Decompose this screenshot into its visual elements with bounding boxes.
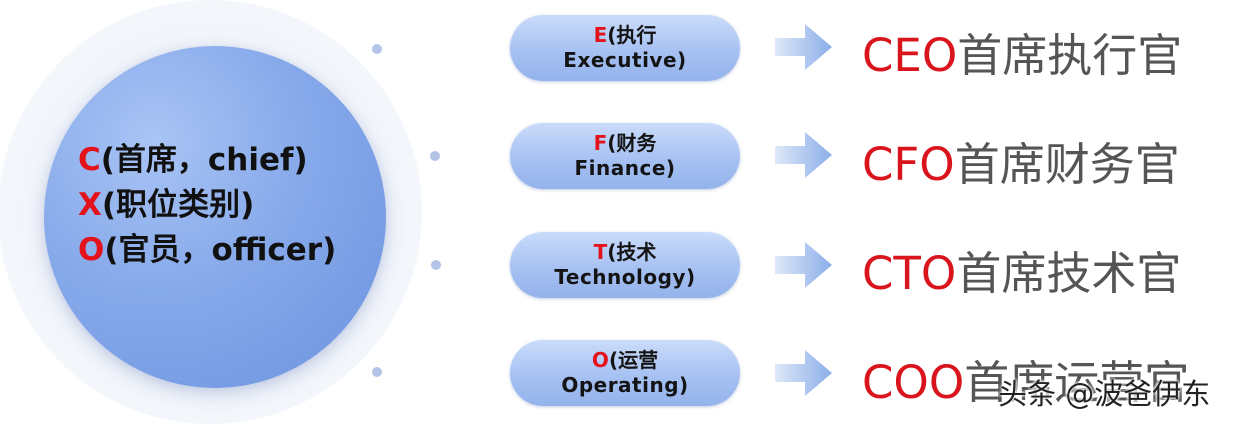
- pill-en: Technology): [554, 265, 696, 289]
- pill-cn: (财务: [607, 131, 657, 155]
- role-code: COO: [862, 356, 965, 409]
- role-pill-executive: E(执行 Executive): [510, 15, 740, 81]
- arrow-right-icon: [775, 242, 832, 288]
- pill-letter: F: [593, 131, 608, 155]
- pill-line-cn: E(执行: [594, 23, 657, 48]
- pill-line-cn: F(财务: [594, 131, 657, 156]
- pill-en: Executive): [563, 48, 687, 72]
- pill-cn: (技术: [607, 240, 657, 264]
- pill-cn: (运营: [608, 348, 659, 372]
- role-label-cto: CTO首席技术官: [862, 248, 1181, 300]
- center-line-x: X(职位类别): [78, 183, 378, 228]
- letter-c: C: [78, 142, 101, 178]
- arrow-right-icon: [775, 350, 832, 396]
- role-title: 首席财务官: [954, 138, 1180, 191]
- arrow-right-icon: [775, 24, 832, 70]
- role-label-ceo: CEO首席执行官: [862, 30, 1182, 82]
- role-title: 首席技术官: [956, 247, 1182, 300]
- watermark: 头条 @波爸伊东: [998, 377, 1211, 411]
- pill-en: Operating): [561, 373, 689, 397]
- pill-letter: E: [593, 23, 608, 47]
- connector-dot: [431, 260, 441, 270]
- pill-line-cn: T(技术: [594, 240, 657, 265]
- letter-x: X: [78, 187, 102, 223]
- role-title: 首席运营官: [964, 356, 1190, 409]
- pill-en: Finance): [574, 156, 676, 180]
- role-pill-finance: F(财务 Finance): [510, 123, 740, 189]
- role-code: CTO: [862, 247, 957, 300]
- center-circle: [44, 46, 386, 388]
- arrow-right-icon: [775, 132, 832, 178]
- connector-dot: [372, 44, 382, 54]
- role-title: 首席执行官: [957, 29, 1183, 82]
- pill-cn: (执行: [607, 23, 657, 47]
- role-pill-technology: T(技术 Technology): [510, 232, 740, 298]
- role-label-coo: COO首席运营官: [862, 357, 1189, 409]
- role-code: CEO: [862, 29, 958, 82]
- center-line-c-text: (首席，chief): [100, 142, 308, 178]
- center-line-o: O(官员，officer): [78, 228, 378, 273]
- center-line-c: C(首席，chief): [78, 138, 378, 183]
- connector-dot: [372, 367, 382, 377]
- pill-letter: O: [591, 348, 609, 372]
- role-code: CFO: [862, 138, 955, 191]
- letter-o: O: [78, 232, 105, 268]
- center-line-o-text: (官员，officer): [104, 232, 337, 268]
- role-pill-operating: O(运营 Operating): [510, 340, 740, 406]
- pill-letter: T: [593, 240, 608, 264]
- role-label-cfo: CFO首席财务官: [862, 139, 1180, 191]
- connector-dot: [430, 151, 440, 161]
- pill-line-cn: O(运营: [592, 348, 658, 373]
- center-text: C(首席，chief) X(职位类别) O(官员，officer): [78, 138, 378, 273]
- center-line-x-text: (职位类别): [101, 187, 255, 223]
